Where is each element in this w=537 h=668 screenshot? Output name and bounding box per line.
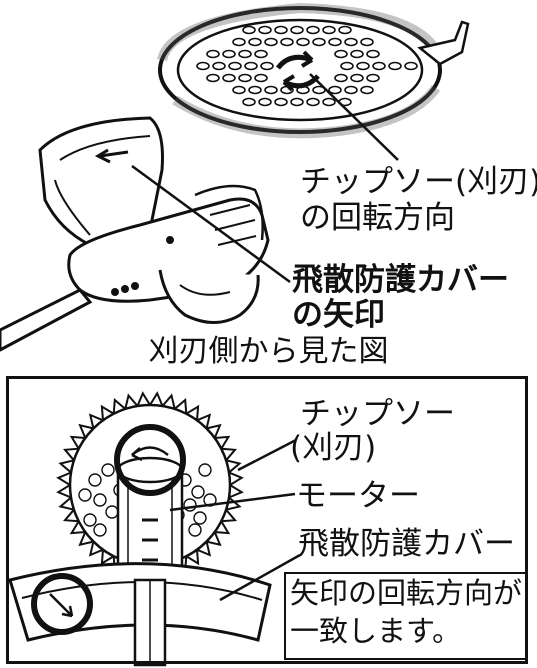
motor-label: モーター [296, 478, 420, 514]
saw-rotation-label-line2: の回転方向 [300, 200, 455, 236]
tip-saw-disc [157, 2, 470, 139]
highlight-circle [31, 573, 93, 635]
bottom-view-frame [6, 376, 528, 664]
highlight-circle [114, 424, 186, 496]
cover-arrow-label-line2: の矢印 [292, 297, 385, 333]
trimmer-head [0, 116, 270, 352]
leader-line [131, 164, 291, 284]
leader-line [169, 492, 296, 512]
leader-line [219, 553, 301, 602]
bottom-view [8, 391, 272, 667]
tip-saw-label-line2: (刈刃) [290, 430, 377, 466]
note-line2: 一致します。 [290, 614, 462, 648]
saw-rotation-label-line1: チップソー(刈刃) [300, 164, 537, 200]
leader-line [237, 438, 297, 472]
cover-label: 飛散防護カバー [298, 526, 515, 562]
tip-saw-label-line1: チップソー [300, 396, 455, 432]
section-title: 刈刃側から見た図 [148, 334, 389, 369]
cover-arrow-label-line1: 飛散防護カバー [292, 262, 509, 298]
note-box: 矢印の回転方向が 一致します。 [284, 572, 527, 660]
note-line1: 矢印の回転方向が [290, 576, 523, 610]
leader-line [309, 73, 399, 161]
